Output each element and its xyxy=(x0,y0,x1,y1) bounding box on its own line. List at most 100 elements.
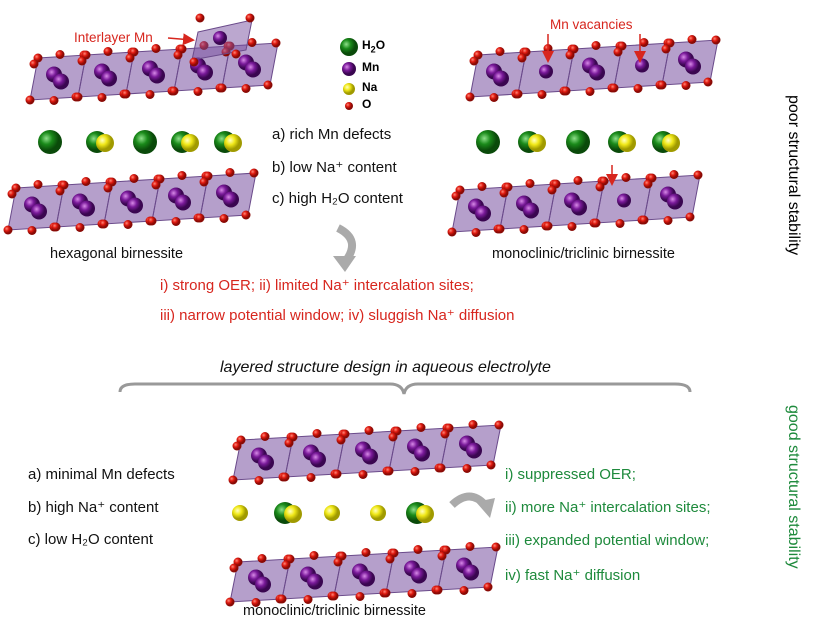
o-atom xyxy=(465,92,475,102)
o-atom xyxy=(537,90,547,99)
mn-atom xyxy=(101,70,117,87)
o-atom xyxy=(681,81,691,90)
o-atom xyxy=(49,96,59,105)
o-atom xyxy=(465,542,475,551)
o-atom xyxy=(232,441,242,451)
o-atom xyxy=(685,212,695,222)
h2o-molecule xyxy=(38,130,62,154)
mn-atom xyxy=(197,64,213,81)
feature-text: b) low Na⁺ content xyxy=(272,159,397,176)
mn-atom xyxy=(245,61,261,78)
o-atom xyxy=(519,225,529,234)
mn-atom xyxy=(307,573,323,590)
mn-atom xyxy=(571,199,587,216)
o-atom xyxy=(147,216,157,226)
o-atom xyxy=(447,227,457,237)
o-atom xyxy=(547,185,557,195)
o-atom xyxy=(195,213,205,223)
o-atom xyxy=(595,182,605,192)
mn-atom xyxy=(362,448,378,465)
o-atom xyxy=(494,420,504,430)
o-atom xyxy=(615,219,625,228)
na-ion xyxy=(324,505,340,521)
o-atom xyxy=(231,49,241,59)
na-ion xyxy=(96,134,114,152)
o-atom xyxy=(486,460,496,470)
o-atom xyxy=(99,219,109,229)
h2o-molecule xyxy=(476,130,500,154)
o-atom xyxy=(312,429,322,438)
o-atom xyxy=(385,554,395,564)
o-atom xyxy=(462,464,472,473)
o-atom xyxy=(469,56,479,66)
o-atom xyxy=(121,89,131,99)
o-atom xyxy=(280,472,290,482)
o-atom xyxy=(225,168,235,177)
o-atom xyxy=(281,560,291,570)
na-ion xyxy=(224,134,242,152)
na-ion xyxy=(232,505,248,521)
o-atom xyxy=(247,38,257,47)
interlayer-mn-arrow xyxy=(167,33,195,46)
o-atom xyxy=(151,44,161,53)
o-atom xyxy=(217,83,227,93)
legend-o: O xyxy=(362,97,372,111)
o-atom xyxy=(241,84,251,93)
legend-o-icon xyxy=(345,102,353,110)
o-atom xyxy=(228,475,238,485)
o-atom xyxy=(33,180,43,189)
o-atom xyxy=(661,44,671,54)
o-atom xyxy=(329,591,339,601)
o-atom xyxy=(565,50,575,60)
benefit-text: ii) more Na⁺ intercalation sites; xyxy=(505,499,711,516)
o-atom xyxy=(499,188,509,198)
o-atom xyxy=(25,95,35,105)
o-atom xyxy=(410,467,420,476)
o-atom xyxy=(145,90,155,99)
legend-na-icon xyxy=(343,83,355,95)
poor-stability-label: poor structural stability xyxy=(785,95,802,256)
o-atom xyxy=(125,53,135,63)
na-ion xyxy=(284,505,302,523)
mn-atom xyxy=(589,64,605,81)
na-ion xyxy=(662,134,680,152)
o-atom xyxy=(193,87,203,96)
legend-h2o: H2O xyxy=(362,38,386,55)
o-atom xyxy=(219,214,229,223)
o-atom xyxy=(591,41,601,50)
mn-atom xyxy=(539,64,553,79)
mn-atom xyxy=(475,205,491,222)
o-atom xyxy=(29,59,39,69)
o-atom xyxy=(77,56,87,66)
na-ion xyxy=(370,505,386,521)
o-atom xyxy=(669,170,679,179)
o-atom xyxy=(309,551,319,560)
o-atom xyxy=(303,595,313,604)
o-atom xyxy=(171,217,181,226)
mn-atom xyxy=(79,200,95,217)
o-atom xyxy=(254,476,264,485)
o-atom xyxy=(477,182,487,191)
mn-atom xyxy=(255,576,271,593)
o-atom xyxy=(177,171,187,180)
o-atom xyxy=(241,210,251,220)
mn-atom xyxy=(523,202,539,219)
o-atom xyxy=(567,222,577,231)
mn-atom xyxy=(53,73,69,90)
benefit-text: i) suppressed OER; xyxy=(505,466,636,483)
o-atom xyxy=(591,218,601,228)
o-atom xyxy=(51,222,61,232)
o-atom xyxy=(633,84,643,93)
o-atom xyxy=(471,228,481,237)
feature-text: b) high Na⁺ content xyxy=(28,499,159,516)
o-atom xyxy=(151,180,161,190)
o-atom xyxy=(336,435,346,445)
o-atom xyxy=(517,53,527,63)
mn-atom xyxy=(685,58,701,75)
mn-atom xyxy=(258,454,274,471)
legend-mn-icon xyxy=(342,62,356,76)
mn-atom xyxy=(223,191,239,208)
legend-na: Na xyxy=(362,80,378,94)
o-atom xyxy=(543,221,553,231)
